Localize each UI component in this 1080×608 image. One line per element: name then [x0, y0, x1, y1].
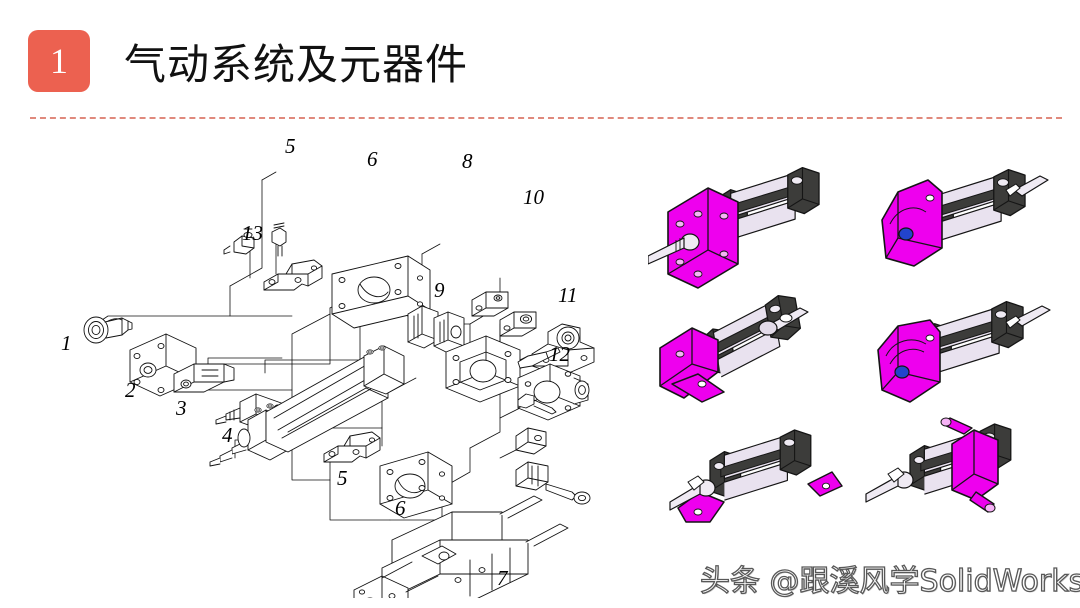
cylinder-mount-renders [648, 166, 1051, 523]
render-front-flange-mount [648, 166, 820, 289]
watermark-text: 头条 @跟溪风学SolidWorks [699, 563, 1080, 599]
callout-10: 10 [523, 185, 544, 209]
section-number-label: 1 [50, 41, 68, 81]
slide-header: 1 气动系统及元器件 [0, 0, 1080, 119]
callout-7: 7 [497, 566, 508, 590]
header-divider [30, 117, 1062, 119]
callout-2: 2 [125, 378, 136, 402]
callout-5-top: 5 [285, 134, 296, 158]
page-title: 气动系统及元器件 [124, 39, 469, 89]
callout-6-bottom: 6 [395, 496, 406, 520]
render-side-lug-mount [669, 429, 843, 523]
callout-12: 12 [549, 342, 570, 366]
callout-1: 1 [61, 331, 72, 355]
callout-3: 3 [176, 396, 187, 420]
callout-8: 8 [462, 149, 473, 173]
exploded-assembly-drawing [83, 171, 595, 598]
exploded-drawing-panel: 1 2 3 4 5 6 8 10 9 11 13 12 5 6 7 [30, 128, 640, 598]
callout-5-bottom: 5 [337, 466, 348, 490]
render-angled-foot-mount [659, 292, 809, 403]
callout-6-top: 6 [367, 147, 378, 171]
callout-9: 9 [434, 278, 445, 302]
render-center-trunnion-mount [865, 417, 1012, 513]
render-rear-flange-eye-mount [877, 300, 1051, 403]
callout-4: 4 [222, 423, 233, 447]
callout-13: 13 [242, 221, 263, 245]
render-gallery-panel [648, 134, 1072, 554]
render-rear-pivot-mount [881, 168, 1049, 267]
callout-11: 11 [558, 283, 578, 307]
section-number-badge: 1 [28, 30, 90, 92]
